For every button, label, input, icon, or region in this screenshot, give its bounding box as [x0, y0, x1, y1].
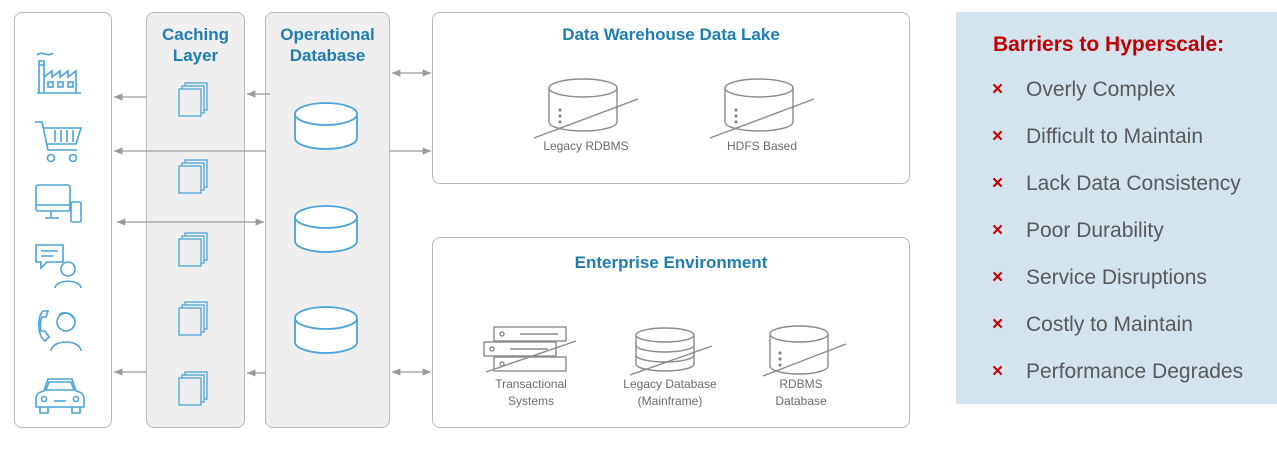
barriers-box: [956, 12, 1277, 404]
desktop-tablet-icon: [35, 184, 82, 223]
transactional-systems-icon: [483, 326, 577, 373]
barrier-text: Poor Durability: [1026, 219, 1164, 242]
barrier-text: Service Disruptions: [1026, 266, 1207, 289]
car-icon: [35, 378, 85, 414]
phone-agent-icon: [37, 310, 82, 352]
barrier-text: Difficult to Maintain: [1026, 125, 1204, 148]
legacy-rdbms-icon: [533, 78, 639, 139]
x-mark-icon: ×: [992, 361, 1004, 382]
x-mark-icon: ×: [992, 220, 1004, 241]
x-mark-icon: ×: [992, 314, 1004, 335]
cache-document-icon-5: [178, 371, 208, 406]
operational-db-cylinders: [294, 102, 358, 354]
cache-document-icon-3: [178, 232, 208, 267]
hdfs-based-label: HDFS Based: [726, 139, 798, 153]
data-warehouse-title: Data Warehouse Data Lake: [562, 25, 780, 44]
caching-layer-title: Caching Layer: [161, 25, 230, 65]
cache-document-icon-2: [178, 159, 208, 194]
hdfs-based-icon: [709, 78, 815, 139]
legacy-rdbms-label: Legacy RDBMS: [543, 139, 629, 153]
rdbms-database-icon: [762, 325, 847, 377]
database-cylinder-icon-3: [294, 306, 358, 354]
x-mark-icon: ×: [992, 173, 1004, 194]
barrier-text: Performance Degrades: [1026, 360, 1244, 383]
rdbms-database-label: RDBMS Database: [775, 377, 827, 408]
factory-icon: [36, 52, 81, 94]
x-mark-icon: ×: [992, 267, 1004, 288]
data-warehouse-panel: [432, 12, 910, 184]
cache-document-icon-4: [178, 301, 208, 336]
legacy-database-icon: [629, 327, 713, 376]
chat-user-icon: [35, 244, 82, 289]
enterprise-title: Enterprise Environment: [574, 253, 768, 272]
x-mark-icon: ×: [992, 79, 1004, 100]
legacy-database-label: Legacy Database (Mainframe): [623, 377, 717, 408]
database-cylinder-icon-1: [294, 102, 358, 150]
x-mark-icon: ×: [992, 126, 1004, 147]
barrier-text: Costly to Maintain: [1026, 313, 1193, 336]
barrier-text: Lack Data Consistency: [1026, 172, 1241, 195]
database-cylinder-icon-2: [294, 205, 358, 253]
barrier-text: Overly Complex: [1026, 78, 1176, 101]
transactional-systems-label: Transactional Systems: [495, 377, 567, 408]
operational-database-title: Operational Database: [280, 25, 375, 65]
shopping-cart-icon: [35, 121, 83, 163]
barriers-title: Barriers to Hyperscale:: [993, 33, 1225, 56]
cache-document-icon-1: [178, 82, 208, 117]
cache-documents-icons: [178, 82, 208, 406]
